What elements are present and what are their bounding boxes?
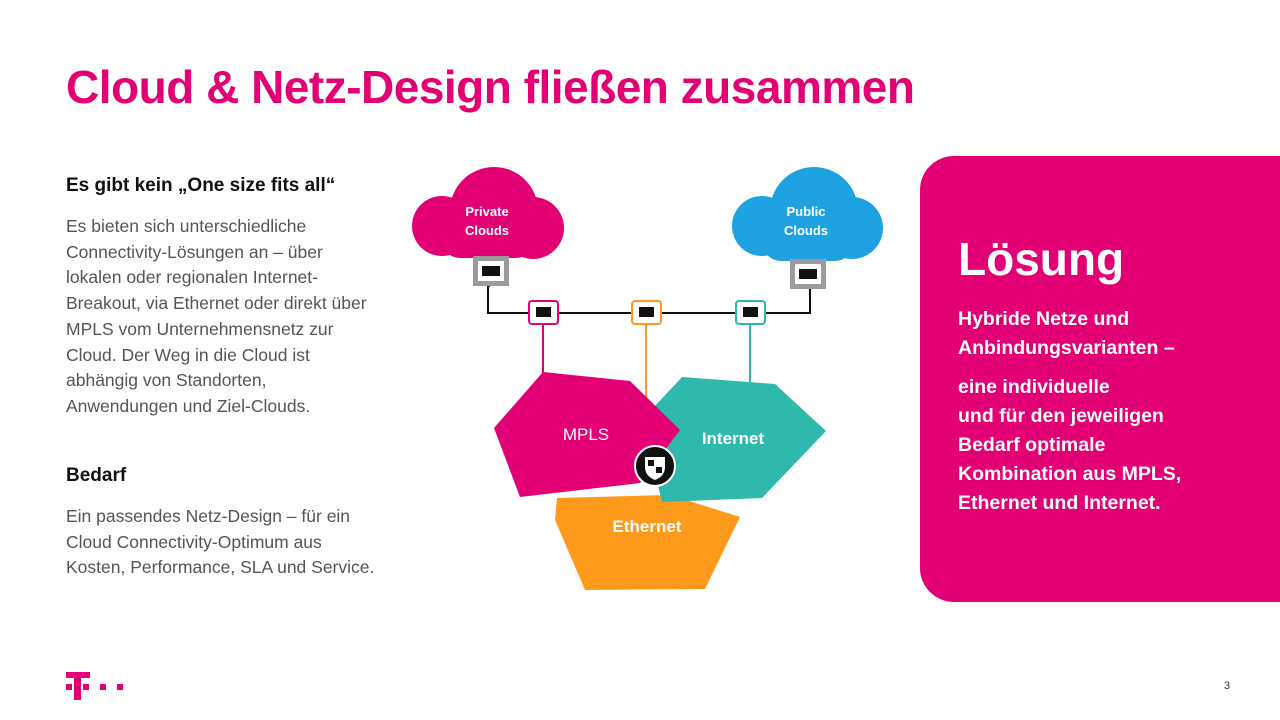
mpls-label: MPLS [563, 425, 609, 444]
internet-label: Internet [702, 429, 765, 448]
public-cloud-label-line1: Public [786, 204, 825, 219]
solution-body: eine individuelle und für den jeweiligen… [958, 376, 1182, 514]
private-cloud-label-line1: Private [465, 204, 508, 219]
page-title: Cloud & Netz-Design fließen zusammen [66, 61, 915, 113]
private-cloud-shape [412, 167, 564, 259]
mpls-port-icon [528, 300, 559, 325]
private-cloud-device-icon [473, 256, 509, 286]
section-heading-one-size: Es gibt kein „One size fits all“ [66, 175, 336, 196]
internet-shape [642, 377, 826, 502]
section-heading-bedarf: Bedarf [66, 465, 127, 486]
page-number: 3 [1224, 680, 1231, 692]
solution-panel: Lösung Hybride Netze und Anbindungsvaria… [920, 156, 1280, 602]
private-cloud-label-line2: Clouds [465, 223, 509, 238]
internet-port-icon [735, 300, 766, 325]
ethernet-label: Ethernet [613, 517, 682, 536]
mpls-shape [494, 372, 680, 497]
public-cloud-device-icon [790, 259, 826, 289]
solution-title: Lösung [958, 233, 1125, 285]
section-body-connectivity: Es bieten sich unterschiedliche Connecti… [66, 216, 367, 416]
telekom-logo-icon [66, 672, 123, 700]
solution-subtitle: Hybride Netze und Anbindungsvarianten – [958, 308, 1175, 359]
ethernet-shape [555, 495, 740, 590]
public-cloud-label-line2: Clouds [784, 223, 828, 238]
ethernet-port-icon [631, 300, 662, 325]
section-body-bedarf: Ein passendes Netz-Design – für ein Clou… [66, 506, 375, 578]
shield-icon [634, 445, 676, 487]
public-cloud-shape [732, 167, 883, 261]
